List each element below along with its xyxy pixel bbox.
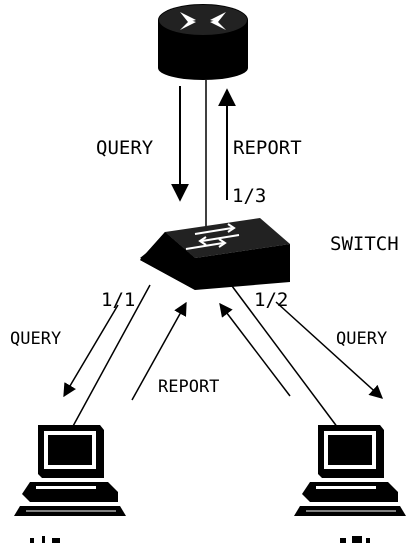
- computer-left-icon: [14, 425, 126, 516]
- router-icon: [158, 4, 248, 80]
- caption-fragments: [30, 536, 370, 543]
- computer-right-icon: [294, 425, 406, 516]
- report-right-arrow: [219, 302, 291, 397]
- query-top-label: QUERY: [96, 137, 154, 159]
- query-right-label: QUERY: [336, 329, 387, 349]
- port-left-label: 1/1: [101, 289, 135, 311]
- switch-label: SWITCH: [330, 233, 399, 255]
- left-cable: [71, 284, 151, 429]
- query-left-arrow: [63, 304, 119, 398]
- report-bottom-label: REPORT: [158, 377, 219, 397]
- right-cable: [231, 285, 339, 429]
- report-top-label: REPORT: [233, 137, 302, 159]
- switch-icon: [140, 218, 290, 290]
- query-left-label: QUERY: [10, 329, 61, 349]
- port-uplink-label: 1/3: [232, 185, 266, 207]
- query-right-arrow: [275, 301, 384, 399]
- report-left-arrow: [131, 301, 187, 401]
